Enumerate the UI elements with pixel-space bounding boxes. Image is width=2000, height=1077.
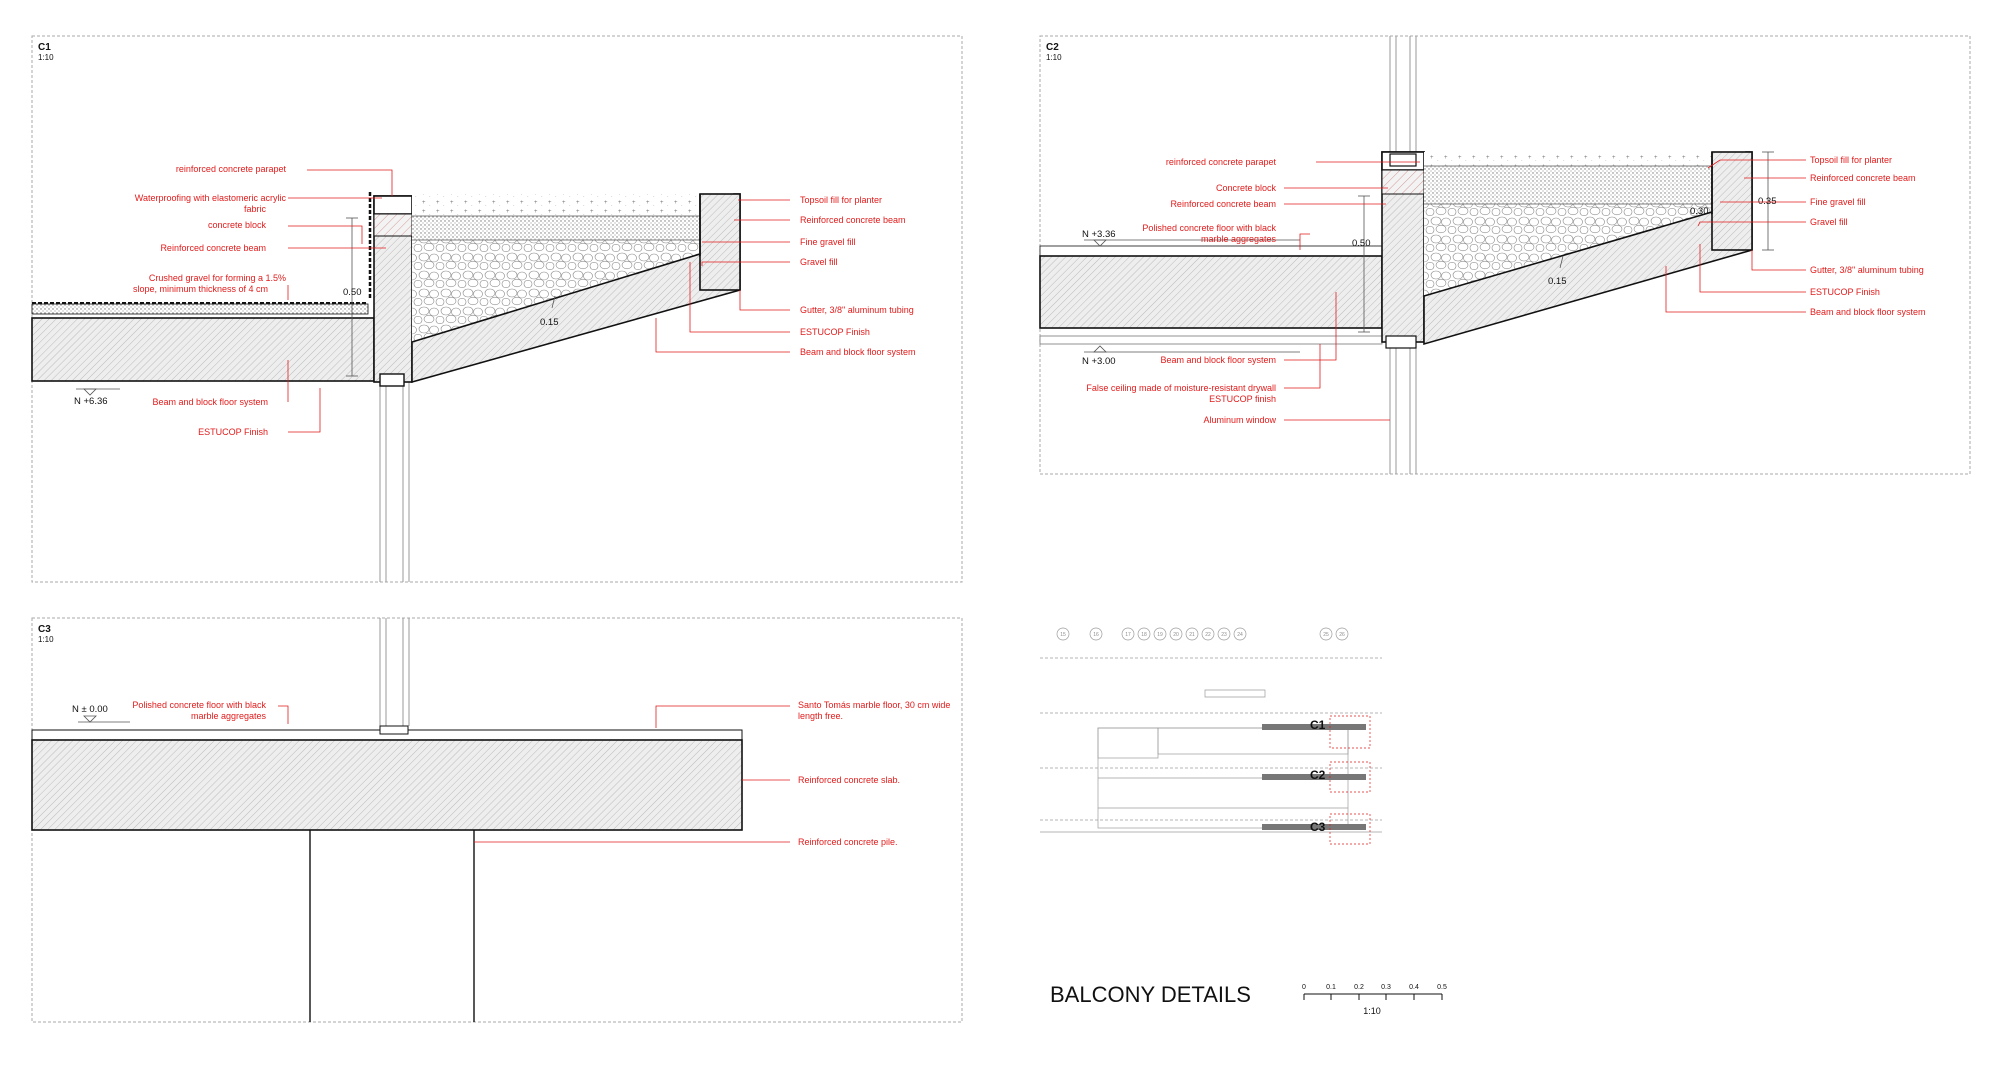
- c3-section-drawing: N ± 0.00: [31, 618, 743, 1022]
- c3-title: C3: [38, 624, 51, 635]
- grid-label-7: 21: [1189, 632, 1195, 638]
- c2-label-parapet: reinforced concrete parapet: [1166, 157, 1277, 167]
- c1-label-fine-gravel: Fine gravel fill: [800, 237, 856, 247]
- scale-bar: 0 0.1 0.2 0.3 0.4 0.5 1:10: [1302, 984, 1447, 1016]
- grid-label-6: 20: [1173, 632, 1179, 638]
- scale-bar-label: 1:10: [1363, 1006, 1381, 1016]
- c2-label-beam-right: Reinforced concrete beam: [1810, 173, 1916, 183]
- c3-slab: [31, 739, 743, 831]
- c2-label-false-ceiling: False ceiling made of moisture-resistant…: [1086, 383, 1276, 393]
- grid-label-3: 17: [1125, 632, 1131, 638]
- c1-label-waterproofing: Waterproofing with elastomeric acrylic: [135, 193, 287, 203]
- c2-dim-parapet: 0.50: [1352, 238, 1371, 249]
- c1-dim-parapet: 0.50: [343, 287, 362, 298]
- c2-label-beam: Reinforced concrete beam: [1170, 199, 1276, 209]
- grid-label-4: 18: [1141, 632, 1147, 638]
- detail-c3: C3 1:10 N ± 0.00 Polished concrete floor…: [31, 617, 963, 1023]
- scale-tick-2: 0.2: [1354, 984, 1364, 991]
- c1-title: C1: [38, 42, 51, 53]
- c3-scale: 1:10: [38, 635, 54, 644]
- c1-scale: 1:10: [38, 53, 54, 62]
- scale-tick-5: 0.5: [1437, 984, 1447, 991]
- c2-label-polished-floor-2: marble aggregates: [1201, 234, 1277, 244]
- c3-label-polished-floor: Polished concrete floor with black: [132, 700, 266, 710]
- sheet-title: BALCONY DETAILS: [1050, 982, 1251, 1007]
- c3-annotations: Polished concrete floor with black marbl…: [132, 700, 950, 847]
- scale-tick-1: 0.1: [1326, 984, 1336, 991]
- c2-label-fine-gravel: Fine gravel fill: [1810, 197, 1866, 207]
- c1-leaders: [287, 169, 790, 433]
- key-callout-c3: C3: [1310, 820, 1326, 834]
- c2-label-gravel: Gravel fill: [1810, 217, 1848, 227]
- detail-c1: C1 1:10: [31, 35, 963, 583]
- c1-label-concrete-block: concrete block: [208, 220, 267, 230]
- c2-dim-planter-edge: 0.30: [1690, 206, 1709, 217]
- grid-label-5: 19: [1157, 632, 1163, 638]
- grid-label-1: 15: [1060, 632, 1066, 638]
- c2-label-beam-block: Beam and block floor system: [1160, 355, 1276, 365]
- grid-label-2: 16: [1093, 632, 1099, 638]
- c2-label-false-ceiling-2: ESTUCOP finish: [1209, 394, 1276, 404]
- c2-label-concrete-block: Concrete block: [1216, 183, 1277, 193]
- c2-level-lower: N +3.00: [1082, 356, 1116, 367]
- grid-label-11: 25: [1323, 632, 1329, 638]
- c1-label-topsoil: Topsoil fill for planter: [800, 195, 882, 205]
- c3-label-slab: Reinforced concrete slab.: [798, 775, 900, 785]
- grid-label-8: 22: [1205, 632, 1211, 638]
- c1-label-beam-block: Beam and block floor system: [152, 397, 268, 407]
- c2-planter-wall: [1711, 151, 1753, 251]
- c2-dim-planter-height: 0.35: [1758, 196, 1777, 207]
- c1-floor-slab: [31, 317, 375, 382]
- c1-label-beam-right: Reinforced concrete beam: [800, 215, 906, 225]
- c2-label-aluminum-window: Aluminum window: [1203, 415, 1276, 425]
- scale-tick-4: 0.4: [1409, 984, 1419, 991]
- c1-label-estucop: ESTUCOP Finish: [198, 427, 268, 437]
- scale-tick-3: 0.3: [1381, 984, 1391, 991]
- c1-label-gravel: Gravel fill: [800, 257, 838, 267]
- c2-level-upper: N +3.36: [1082, 229, 1116, 240]
- c3-leaders: [278, 705, 790, 843]
- c1-label-estucop-right: ESTUCOP Finish: [800, 327, 870, 337]
- grid-label-9: 23: [1221, 632, 1227, 638]
- c1-label-gutter: Gutter, 3/8" aluminum tubing: [800, 305, 914, 315]
- c1-section-drawing: N +6.36 0.50 0.15: [31, 192, 741, 582]
- c1-label-waterproofing-2: fabric: [244, 204, 267, 214]
- scale-tick-0: 0: [1302, 984, 1306, 991]
- c3-label-pile: Reinforced concrete pile.: [798, 837, 898, 847]
- c1-label-beam-block-right: Beam and block floor system: [800, 347, 916, 357]
- c3-label-marble-floor: Santo Tomás marble floor, 30 cm wide: [798, 700, 950, 710]
- key-callout-c1: C1: [1310, 718, 1326, 732]
- c3-label-polished-floor-2: marble aggregates: [191, 711, 267, 721]
- c2-leaders: [1284, 159, 1806, 421]
- c3-label-marble-floor-2: length free.: [798, 711, 843, 721]
- c1-label-beam: Reinforced concrete beam: [160, 243, 266, 253]
- c1-annotations: reinforced concrete parapet Waterproofin…: [133, 164, 916, 437]
- key-callout-c2: C2: [1310, 768, 1326, 782]
- c2-floor-slab: [1039, 255, 1383, 329]
- c2-annotations: reinforced concrete parapet Concrete blo…: [1086, 155, 1925, 425]
- c2-title: C2: [1046, 42, 1059, 53]
- c1-label-crushed-gravel-2: slope, minimum thickness of 4 cm: [133, 284, 268, 294]
- c2-dim-slope: 0.15: [1548, 276, 1567, 287]
- c1-label-crushed-gravel: Crushed gravel for forming a 1.5%: [149, 273, 286, 283]
- key-section-thumbnail: 15 16 17 18 19 20 21 22 23 24 25 26 C1 C…: [1040, 627, 1382, 845]
- c1-label-parapet: reinforced concrete parapet: [176, 164, 287, 174]
- c3-level-marker: N ± 0.00: [72, 704, 108, 715]
- c1-level-marker: N +6.36: [74, 396, 108, 407]
- grid-label-10: 24: [1237, 632, 1243, 638]
- c2-label-estucop: ESTUCOP Finish: [1810, 287, 1880, 297]
- grid-label-12: 26: [1339, 632, 1345, 638]
- c2-scale: 1:10: [1046, 53, 1062, 62]
- c2-label-beam-block-right: Beam and block floor system: [1810, 307, 1926, 317]
- c2-section-drawing: N +3.36 N +3.00 0.50 0.15 0.30 0.35: [1039, 36, 1777, 474]
- c2-label-gutter: Gutter, 3/8" aluminum tubing: [1810, 265, 1924, 275]
- c1-frame: [31, 35, 963, 583]
- detail-c2: C2 1:10: [1039, 35, 1971, 475]
- c1-dim-slope: 0.15: [540, 317, 559, 328]
- c2-label-polished-floor: Polished concrete floor with black: [1142, 223, 1276, 233]
- c2-label-topsoil: Topsoil fill for planter: [1810, 155, 1892, 165]
